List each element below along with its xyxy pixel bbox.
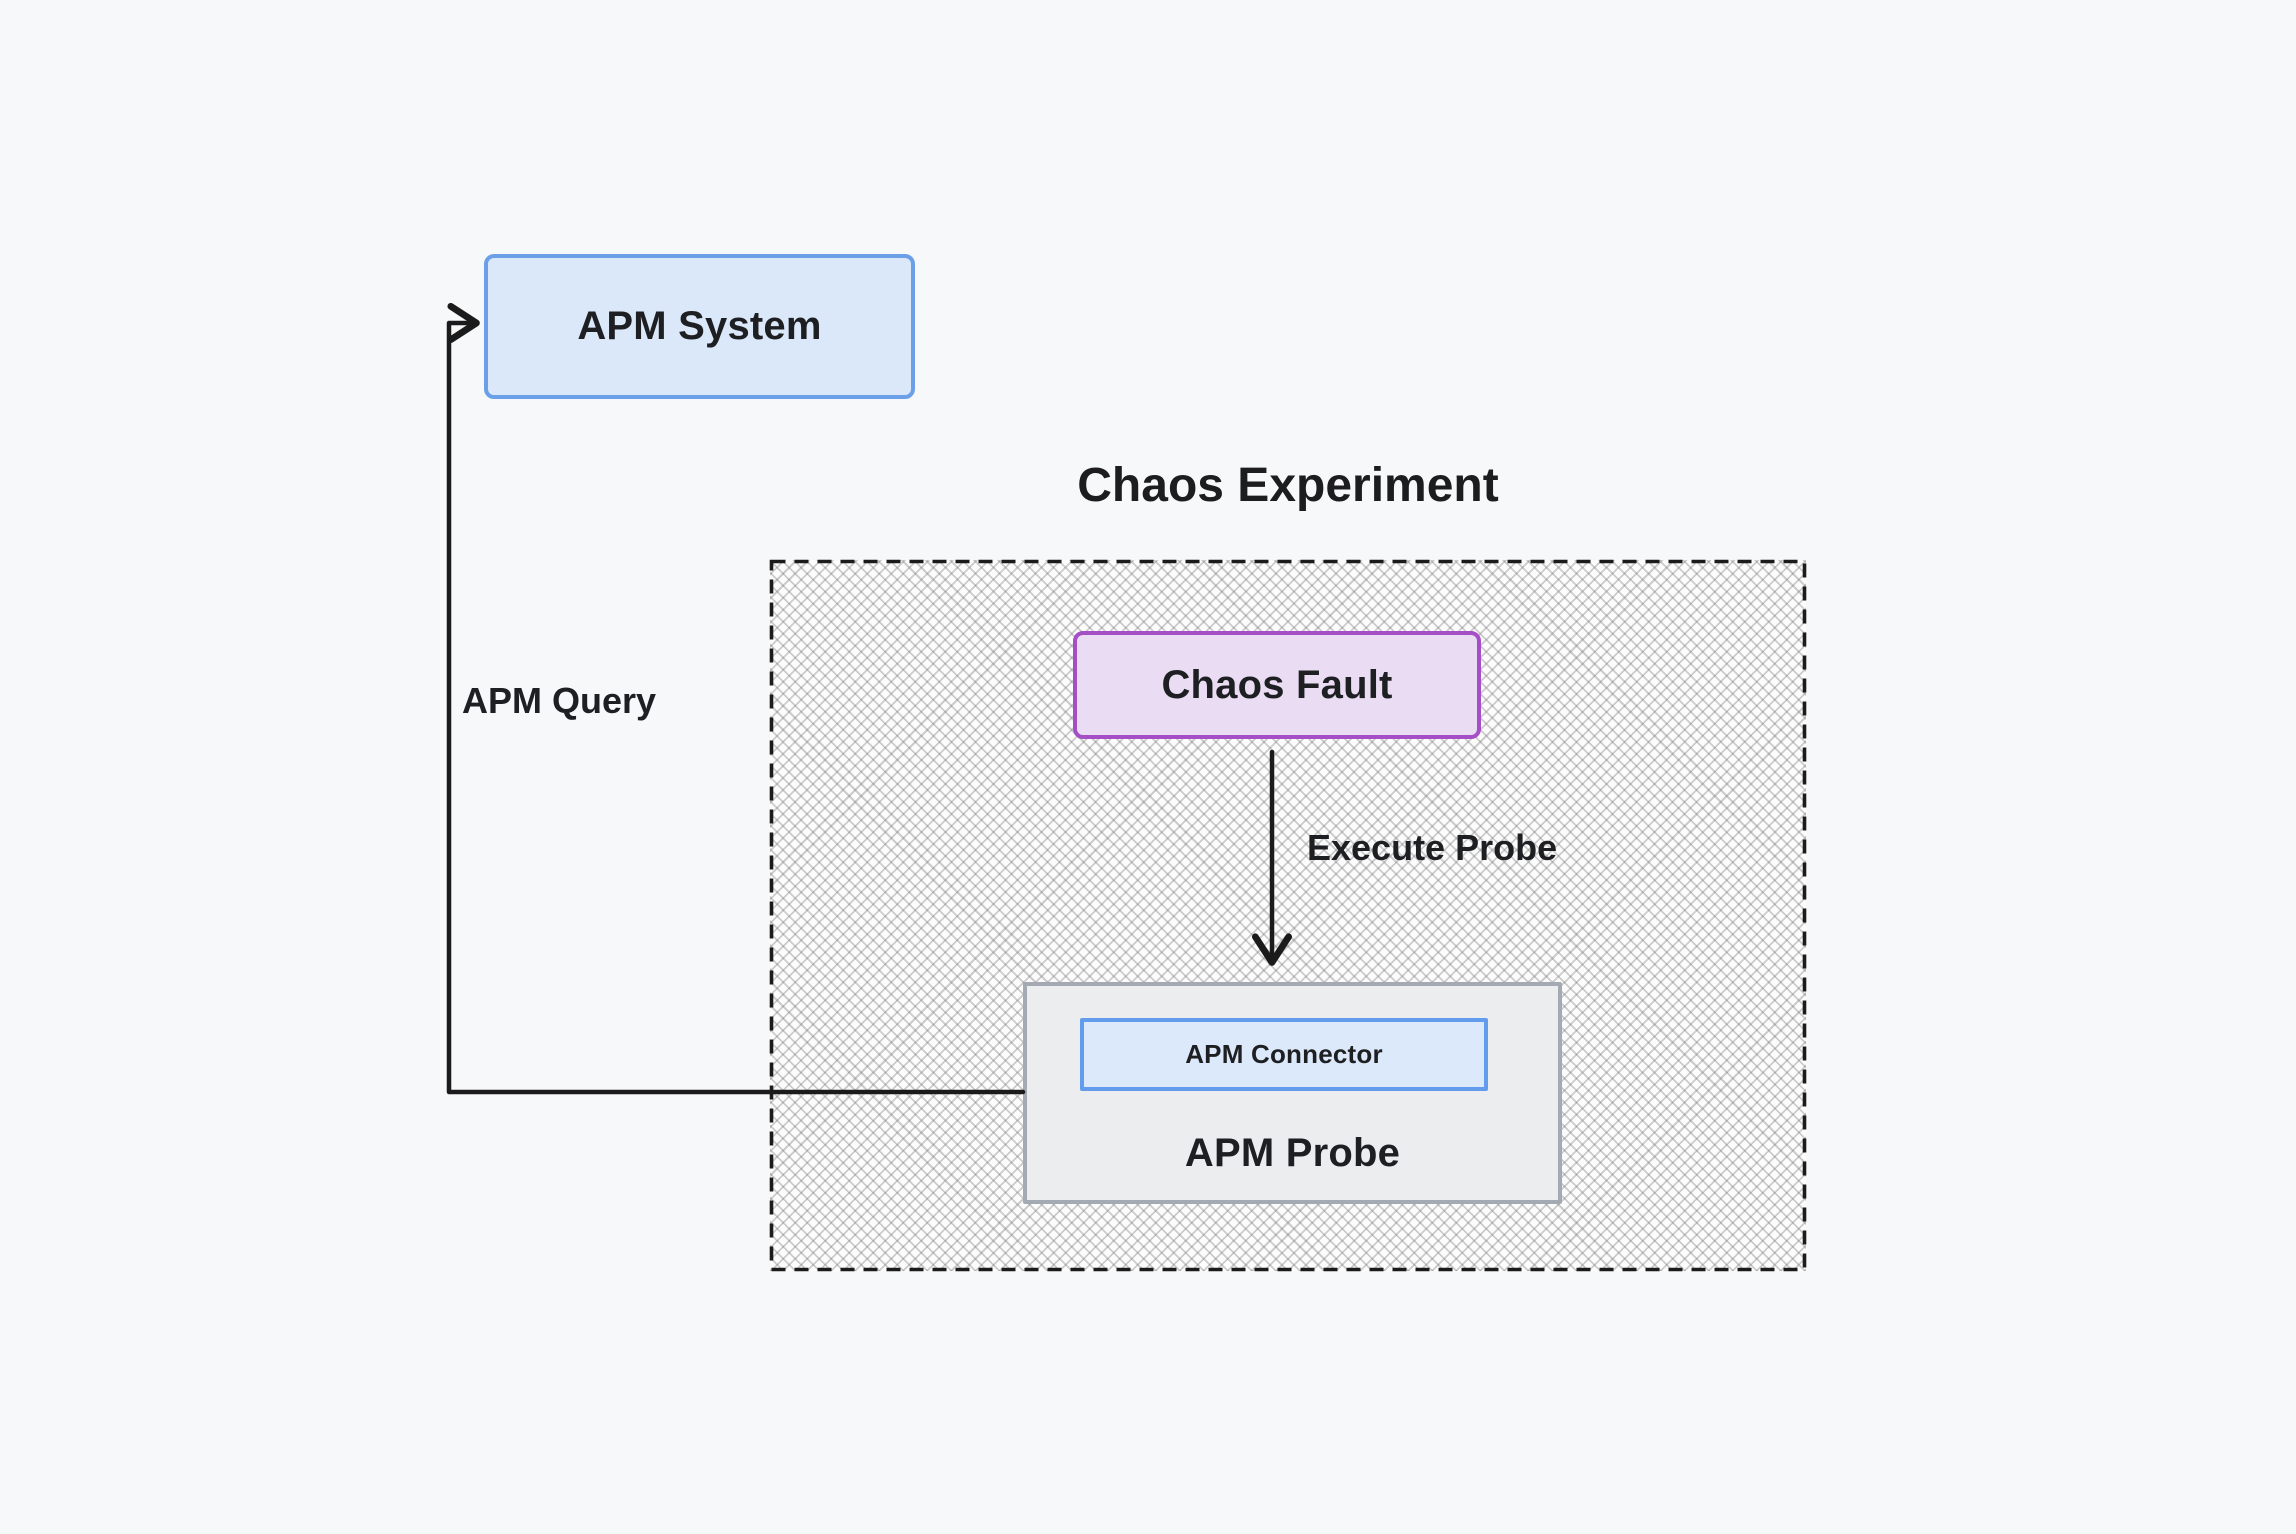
- apm-probe-node: APM Connector APM Probe: [1023, 982, 1562, 1204]
- apm-probe-label: APM Probe: [1184, 1131, 1401, 1175]
- apm-system-label: APM System: [577, 304, 822, 348]
- chaos-fault-label: Chaos Fault: [1161, 662, 1393, 707]
- apm-system-node: APM System: [484, 254, 915, 399]
- execute-probe-edge-label: Execute Probe: [1307, 827, 1558, 868]
- apm-connector-label: APM Connector: [1185, 1039, 1383, 1069]
- chaos-experiment-title: Chaos Experiment: [1077, 459, 1499, 512]
- apm-connector-node: APM Connector: [1080, 1018, 1488, 1091]
- chaos-fault-node: Chaos Fault: [1073, 631, 1481, 739]
- apm-query-edge-label: APM Query: [462, 680, 657, 721]
